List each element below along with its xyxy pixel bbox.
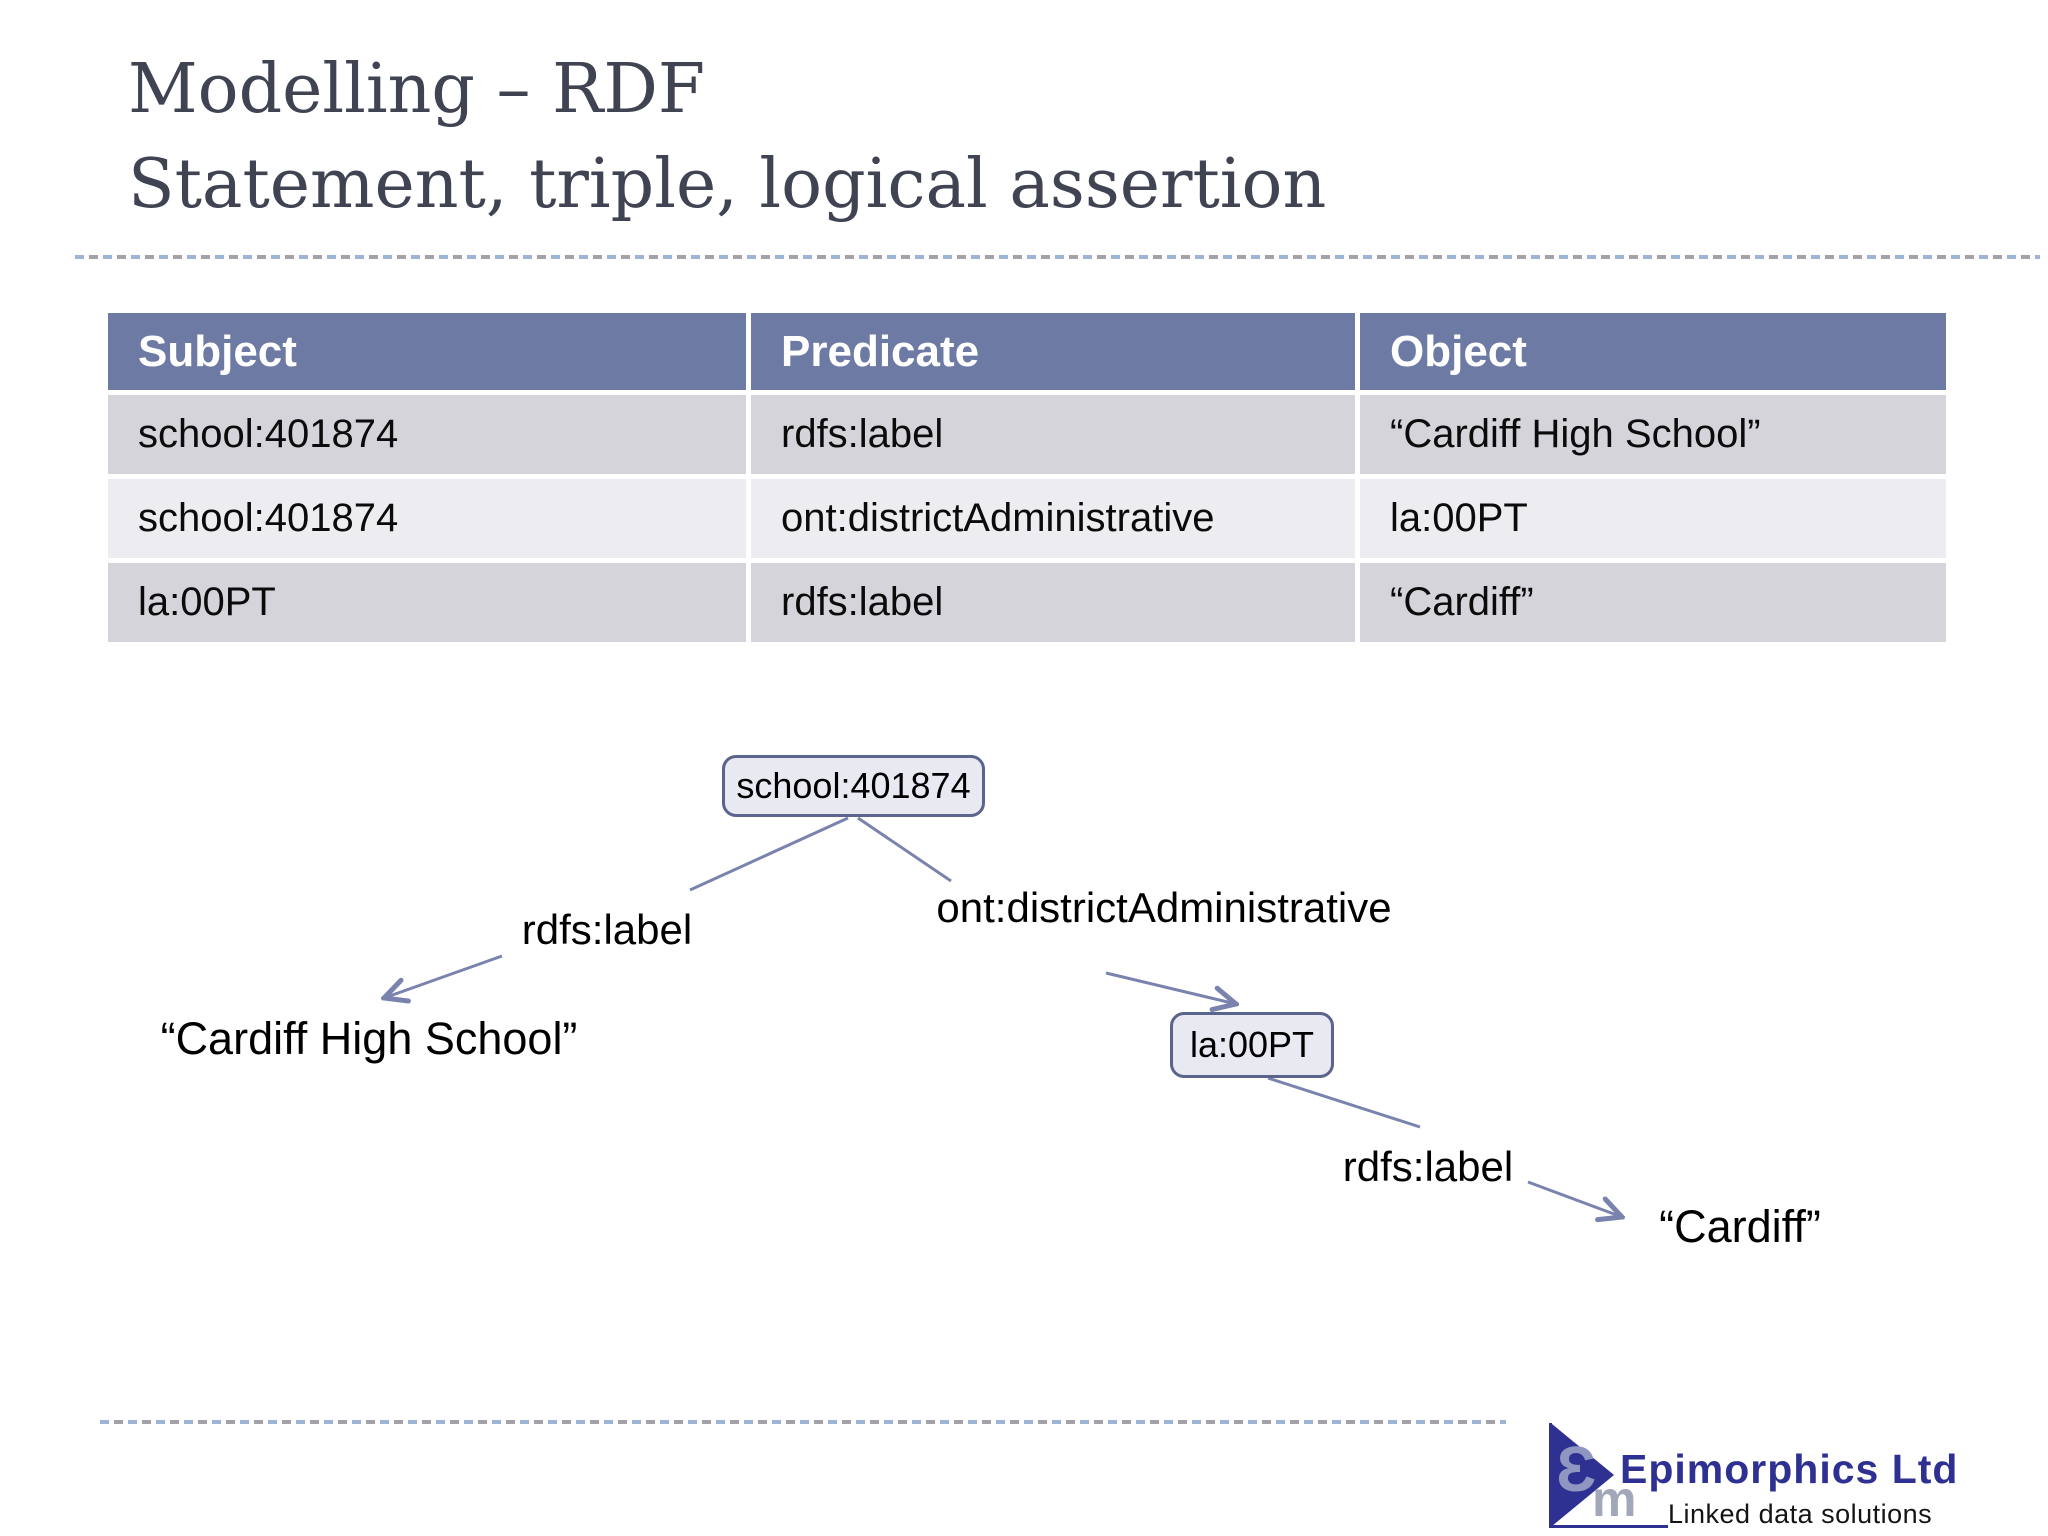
literal-cardiff-high-school: “Cardiff High School” [160, 1013, 578, 1064]
title-line-1: Modelling – RDF [128, 50, 706, 129]
table-cell: la:00PT [108, 563, 746, 642]
edge-rdfslabel-to-cardiffhighschool-arrow [384, 954, 503, 998]
epimorphics-logo-triangle-icon [1552, 1424, 1614, 1526]
page-title: Modelling – RDF Statement, triple, logic… [128, 42, 1326, 232]
table-cell: rdfs:label [751, 395, 1355, 474]
table-cell: school:401874 [108, 395, 746, 474]
logo-tagline: Linked data solutions [1668, 1499, 1933, 1529]
literal-cardiff: “Cardiff” [1659, 1201, 1821, 1252]
logo-corner-line [1549, 1423, 1668, 1528]
edge-rdfslabel-to-cardiff-arrow [1527, 1180, 1622, 1217]
table-header-object: Object [1360, 313, 1946, 390]
edge-label-rdfs-label-2: rdfs:label [1342, 1143, 1514, 1190]
edge-school-to-ontdistrict-upper [857, 816, 952, 883]
edge-label-rdfs-label-1: rdfs:label [521, 906, 693, 953]
table-cell: “Cardiff” [1360, 563, 1946, 642]
edge-label-ont-district-administrative: ont:districtAdministrative [936, 884, 1392, 931]
table-cell: la:00PT [1360, 479, 1946, 558]
edge-school-to-rdfslabel-upper [689, 816, 849, 892]
edge-ontdistrict-to-la-arrow [1105, 971, 1236, 1004]
footer-divider-dashed-line [100, 1420, 1506, 1424]
logo-epsilon-glyph: Ɛ [1556, 1433, 1597, 1505]
table-cell: rdfs:label [751, 563, 1355, 642]
title-line-2: Statement, triple, logical assertion [128, 145, 1327, 224]
table-header-subject: Subject [108, 313, 746, 390]
logo-m-glyph: m [1592, 1471, 1637, 1527]
table-cell: ont:districtAdministrative [751, 479, 1355, 558]
rdf-triple-table: Subject Predicate Object school:401874 r… [108, 313, 1946, 642]
edge-la-to-rdfslabel-upper [1267, 1076, 1421, 1129]
logo-company-name: Epimorphics Ltd [1620, 1446, 1959, 1492]
title-divider-dashed-line [75, 255, 2040, 259]
table-header-predicate: Predicate [751, 313, 1355, 390]
node-la-00pt: la:00PT [1170, 1012, 1334, 1078]
table-cell: school:401874 [108, 479, 746, 558]
node-school-401874: school:401874 [722, 755, 985, 817]
table-cell: “Cardiff High School” [1360, 395, 1946, 474]
